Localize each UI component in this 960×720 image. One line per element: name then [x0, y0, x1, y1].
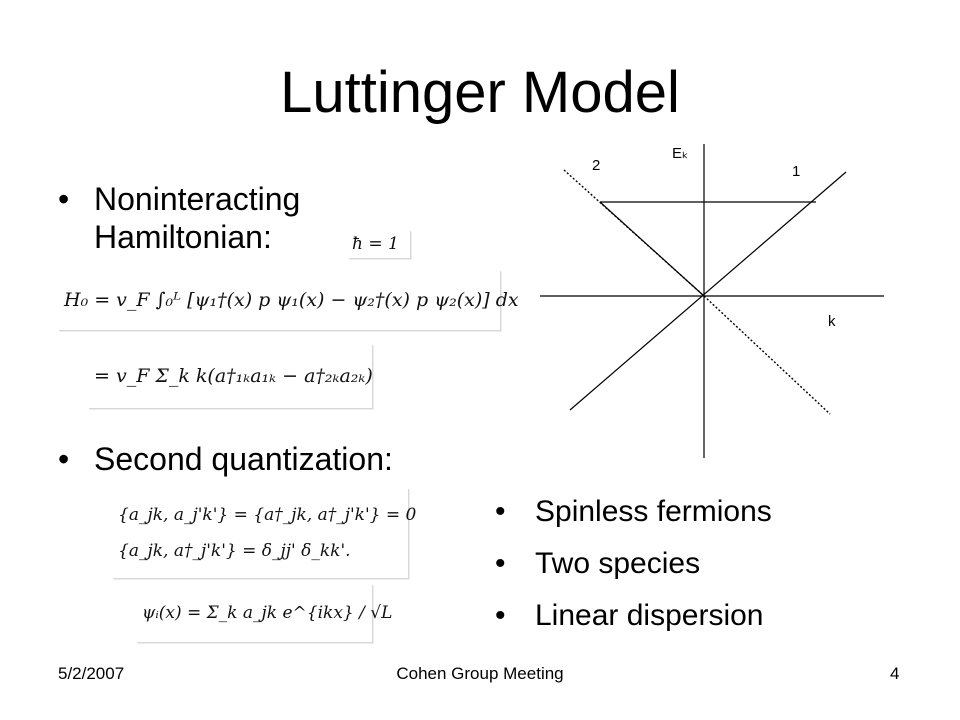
branch-2-label: 2	[592, 157, 600, 174]
footer-title: Cohen Group Meeting	[396, 664, 564, 683]
bullet-linear-dispersion: • Linear dispersion	[495, 598, 763, 634]
branch-1-label: 1	[792, 163, 800, 180]
bullet-spinless: • Spinless fermions	[495, 494, 772, 530]
dispersion-diagram: Eₖ k 1 2	[540, 144, 884, 458]
bullet-text: Linear dispersion	[535, 599, 764, 632]
bullet-dot: •	[58, 441, 70, 477]
branch-2-line-dotted-lower	[703, 295, 831, 415]
bullet-text: Second quantization:	[94, 441, 393, 477]
anticommutation-relations: {a_jk, a_j'k'} = {a†_jk, a†_j'k'} = 0 {a…	[112, 488, 416, 578]
bullet-dot: •	[58, 181, 70, 217]
bullet-text: Two species	[535, 547, 701, 580]
momentum-axis-label: k	[828, 313, 836, 330]
anticommutation-line2: {a_jk, a†_j'k'} = δ_jj' δ_kk'.	[118, 541, 351, 561]
bullet-text: Noninteracting Hamiltonian:	[94, 181, 301, 255]
hbar-equation: ħ = 1	[348, 230, 410, 258]
bullet-dot: •	[495, 547, 506, 580]
footer-date: 5/2/2007	[58, 664, 125, 683]
hamiltonian-equation-line1: H₀ = v_F ∫₀ᴸ [ψ₁†(x) p ψ₁(x) − ψ₂†(x) p …	[58, 270, 519, 330]
bullet-noninteracting: • Noninteracting Hamiltonian:	[58, 180, 358, 256]
field-operator-definition: ψᵢ(x) = Σ_k a_jk e^{ikx} / √L	[136, 584, 392, 642]
slide-title: Luttinger Model	[280, 60, 680, 125]
hamiltonian-equation-line2: = v_F Σ_k k(a†₁ₖa₁ₖ − a†₂ₖa₂ₖ)	[88, 344, 373, 408]
bullet-dot: •	[495, 599, 506, 632]
anticommutation-line1: {a_jk, a_j'k'} = {a†_jk, a†_j'k'} = 0	[118, 505, 417, 525]
bullet-dot: •	[495, 495, 506, 528]
footer-page-number: 4	[890, 664, 900, 683]
branch-1-line	[569, 171, 847, 411]
bullet-second-quantization: • Second quantization:	[58, 440, 478, 478]
energy-axis-label: Eₖ	[672, 145, 688, 162]
bullet-two-species: • Two species	[495, 546, 700, 582]
branch-2-line-solid	[599, 201, 705, 297]
bullet-text: Spinless fermions	[535, 495, 772, 528]
